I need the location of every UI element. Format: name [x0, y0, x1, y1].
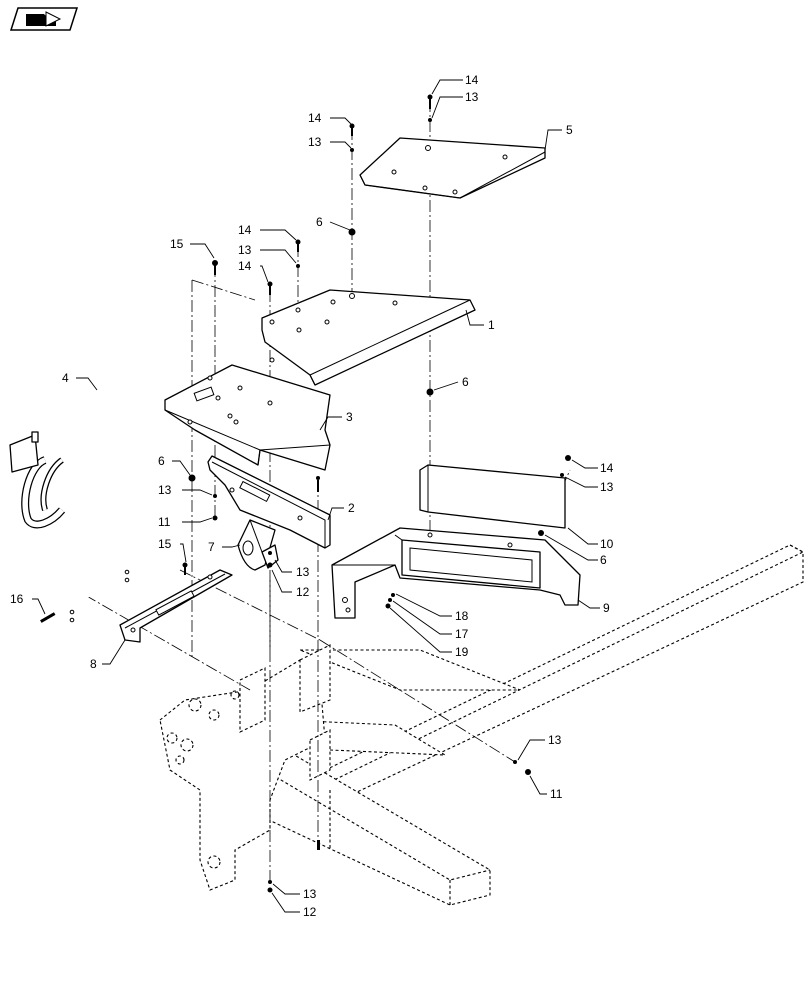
callout-14: 14 [465, 73, 479, 87]
callout-14: 14 [238, 259, 252, 273]
part-1-mounting-plate[interactable] [261, 289, 476, 386]
part-5-top-plate[interactable] [359, 137, 546, 199]
leader-lines [32, 79, 600, 913]
part-3-step-plate[interactable] [164, 364, 331, 471]
callout-14: 14 [238, 223, 252, 237]
callout-14: 14 [308, 111, 322, 125]
callout-12: 12 [303, 905, 317, 919]
callout-16: 16 [10, 592, 24, 606]
callout-13: 13 [303, 887, 317, 901]
callout-7: 7 [208, 540, 215, 554]
part-2-bracket[interactable] [207, 455, 331, 549]
callout-19: 19 [455, 645, 469, 659]
callout-12: 12 [296, 585, 310, 599]
callout-6: 6 [462, 375, 469, 389]
part-7-clamp[interactable] [237, 519, 279, 571]
part-9-bin-bracket[interactable] [331, 527, 581, 619]
hardware [40, 94, 571, 893]
callout-13: 13 [296, 565, 310, 579]
callout-17: 17 [455, 627, 469, 641]
callout-9: 9 [603, 601, 610, 615]
callout-11: 11 [550, 787, 563, 801]
callout-6: 6 [158, 454, 165, 468]
callout-labels: 14 13 14 13 5 6 15 14 13 14 1 4 6 3 6 13… [10, 73, 614, 919]
callout-15: 15 [158, 537, 172, 551]
callout-8: 8 [90, 657, 97, 671]
callout-1: 1 [488, 318, 495, 332]
callout-6: 6 [600, 553, 607, 567]
callout-15: 15 [170, 237, 184, 251]
callout-18: 18 [455, 609, 469, 623]
callout-13: 13 [158, 483, 172, 497]
callout-14: 14 [600, 461, 614, 475]
callout-13: 13 [548, 733, 562, 747]
part-8-step-bracket[interactable] [119, 569, 233, 643]
callout-13: 13 [600, 480, 614, 494]
callout-4: 4 [62, 371, 69, 385]
part-10-panel[interactable] [419, 464, 566, 529]
callout-13: 13 [308, 135, 322, 149]
callout-2: 2 [348, 501, 355, 515]
callout-13: 13 [238, 243, 252, 257]
callout-6: 6 [316, 215, 323, 229]
arrow-folder-icon[interactable] [9, 7, 79, 31]
callout-13: 13 [465, 90, 479, 104]
part-4-handrail[interactable] [9, 381, 137, 623]
tractor-frame [159, 544, 804, 906]
callout-3: 3 [346, 410, 353, 424]
callout-10: 10 [600, 537, 614, 551]
callout-11: 11 [158, 515, 171, 529]
callout-5: 5 [566, 123, 573, 137]
